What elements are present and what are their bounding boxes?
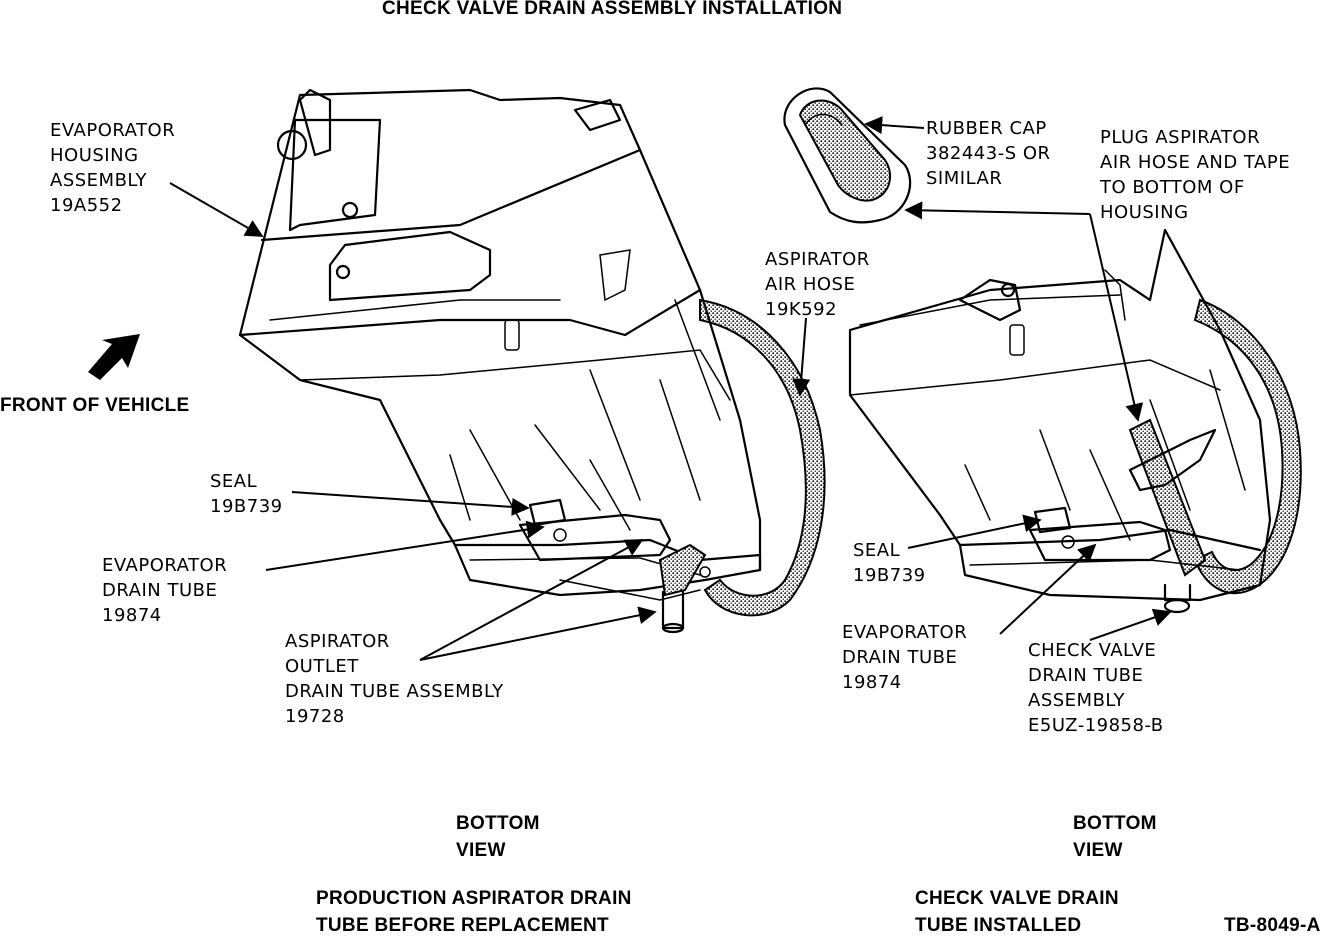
label-left-seal: SEAL 19B739 <box>210 471 283 517</box>
right-aspirator-hose <box>1193 298 1302 595</box>
leader-lines <box>169 116 1172 661</box>
label-front-of-vehicle: FRONT OF VEHICLE <box>0 395 190 416</box>
label-rubber-cap: RUBBER CAP 382443-S OR SIMILAR <box>926 118 1051 189</box>
label-evaporator-housing: EVAPORATOR HOUSING ASSEMBLY 19A552 <box>50 120 176 216</box>
label-left-evaporator-drain-tube: EVAPORATOR DRAIN TUBE 19874 <box>102 555 228 626</box>
label-plug-aspirator: PLUG ASPIRATOR AIR HOSE AND TAPE TO BOTT… <box>1100 127 1291 223</box>
figure-id: TB-8049-A <box>1224 915 1321 936</box>
right-view-label: BOTTOM VIEW <box>1073 813 1157 861</box>
rubber-cap <box>783 87 912 224</box>
label-aspirator-outlet-drain-tube: ASPIRATOR OUTLET DRAIN TUBE ASSEMBLY 197… <box>285 631 504 727</box>
left-view-label: BOTTOM VIEW <box>456 813 540 861</box>
label-check-valve-drain-tube: CHECK VALVE DRAIN TUBE ASSEMBLY E5UZ-198… <box>1028 640 1164 736</box>
left-caption: PRODUCTION ASPIRATOR DRAIN TUBE BEFORE R… <box>316 888 632 936</box>
left-evaporator-housing <box>238 88 826 634</box>
label-aspirator-air-hose: ASPIRATOR AIR HOSE 19K592 <box>765 249 870 320</box>
front-arrow-icon <box>88 334 140 380</box>
label-right-seal: SEAL 19B739 <box>853 540 926 586</box>
right-caption: CHECK VALVE DRAIN TUBE INSTALLED <box>915 888 1119 936</box>
label-right-evaporator-drain-tube: EVAPORATOR DRAIN TUBE 19874 <box>842 622 968 693</box>
right-evaporator-housing <box>848 228 1302 614</box>
diagram-title: CHECK VALVE DRAIN ASSEMBLY INSTALLATION <box>382 0 843 19</box>
